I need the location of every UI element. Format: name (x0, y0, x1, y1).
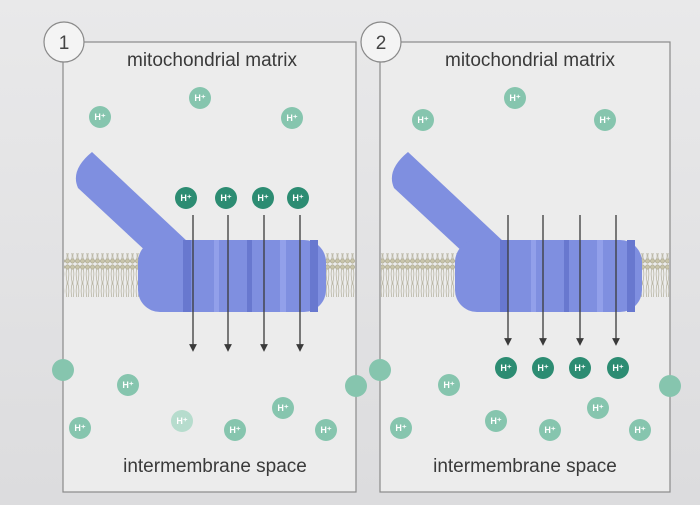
svg-text:H⁺: H⁺ (229, 425, 240, 435)
svg-text:H⁺: H⁺ (220, 193, 231, 203)
hydrogen-ion: H⁺ (215, 187, 237, 209)
svg-text:H⁺: H⁺ (537, 363, 548, 373)
svg-text:H⁺: H⁺ (257, 193, 268, 203)
hydrogen-ion: H⁺ (272, 397, 294, 419)
svg-text:H⁺: H⁺ (592, 403, 603, 413)
panel-2-arrows (504, 215, 620, 346)
svg-text:H⁺: H⁺ (443, 380, 454, 390)
hydrogen-ion: H⁺ (532, 357, 554, 379)
hydrogen-ion: H⁺ (569, 357, 591, 379)
hydrogen-ion: H⁺ (171, 410, 193, 432)
svg-text:H⁺: H⁺ (417, 115, 428, 125)
hydrogen-ion: H⁺ (224, 419, 246, 441)
panel-2-top-label: mitochondrial matrix (445, 50, 615, 71)
svg-text:H⁺: H⁺ (490, 416, 501, 426)
svg-text:H⁺: H⁺ (320, 425, 331, 435)
svg-text:H⁺: H⁺ (277, 403, 288, 413)
hydrogen-ion: H⁺ (607, 357, 629, 379)
hydrogen-ion: H⁺ (69, 417, 91, 439)
hydrogen-ion: H⁺ (412, 109, 434, 131)
svg-text:H⁺: H⁺ (180, 193, 191, 203)
panel-1-number-badge: 1 (43, 21, 85, 63)
hydrogen-ion-partial (52, 359, 74, 381)
svg-text:H⁺: H⁺ (176, 416, 187, 426)
hydrogen-ion: H⁺ (175, 187, 197, 209)
hydrogen-ion: H⁺ (89, 106, 111, 128)
svg-text:2: 2 (376, 33, 387, 54)
svg-text:H⁺: H⁺ (286, 113, 297, 123)
svg-text:H⁺: H⁺ (599, 115, 610, 125)
panel-1-top-label: mitochondrial matrix (127, 50, 297, 71)
hydrogen-ion: H⁺ (438, 374, 460, 396)
hydrogen-ion: H⁺ (281, 107, 303, 129)
panel-1-atp-synthase (75, 152, 326, 312)
svg-text:H⁺: H⁺ (74, 423, 85, 433)
svg-text:1: 1 (59, 33, 70, 54)
panel-1-arrows (189, 215, 304, 352)
hydrogen-ion: H⁺ (587, 397, 609, 419)
hydrogen-ion: H⁺ (485, 410, 507, 432)
hydrogen-ion: H⁺ (252, 187, 274, 209)
hydrogen-ion: H⁺ (189, 87, 211, 109)
hydrogen-ion: H⁺ (287, 187, 309, 209)
panel-1: mitochondrial matrix H⁺ H⁺ H⁺ H⁺ H⁺ (43, 21, 367, 493)
panel-2-atp-synthase (391, 152, 642, 312)
hydrogen-ion: H⁺ (315, 419, 337, 441)
svg-text:H⁺: H⁺ (395, 423, 406, 433)
hydrogen-ion-partial (345, 375, 367, 397)
svg-text:H⁺: H⁺ (292, 193, 303, 203)
hydrogen-ion: H⁺ (390, 417, 412, 439)
hydrogen-ion-partial (369, 359, 391, 381)
panel-2: mitochondrial matrix H⁺ H⁺ H⁺ H⁺ H⁺ H⁺ H… (360, 21, 681, 493)
svg-text:H⁺: H⁺ (94, 112, 105, 122)
panel-2-number-badge: 2 (360, 21, 402, 63)
svg-text:H⁺: H⁺ (500, 363, 511, 373)
hydrogen-ion: H⁺ (539, 419, 561, 441)
panel-1-ions: H⁺ H⁺ H⁺ H⁺ H⁺ H⁺ H⁺ H⁺ H⁺ H⁺ H⁺ H⁺ H⁺ (52, 87, 367, 441)
svg-text:H⁺: H⁺ (612, 363, 623, 373)
hydrogen-ion: H⁺ (504, 87, 526, 109)
hydrogen-ion: H⁺ (495, 357, 517, 379)
svg-text:H⁺: H⁺ (509, 93, 520, 103)
panel-1-bottom-label: intermembrane space (123, 456, 307, 477)
svg-text:H⁺: H⁺ (634, 425, 645, 435)
hydrogen-ion-partial (659, 375, 681, 397)
hydrogen-ion: H⁺ (117, 374, 139, 396)
hydrogen-ion: H⁺ (594, 109, 616, 131)
hydrogen-ion: H⁺ (629, 419, 651, 441)
svg-text:H⁺: H⁺ (544, 425, 555, 435)
svg-text:H⁺: H⁺ (574, 363, 585, 373)
svg-text:H⁺: H⁺ (122, 380, 133, 390)
panel-2-bottom-label: intermembrane space (433, 456, 617, 477)
svg-text:H⁺: H⁺ (194, 93, 205, 103)
panel-2-ions: H⁺ H⁺ H⁺ H⁺ H⁺ H⁺ H⁺ H⁺ H⁺ H⁺ H⁺ H⁺ H⁺ (369, 87, 681, 441)
